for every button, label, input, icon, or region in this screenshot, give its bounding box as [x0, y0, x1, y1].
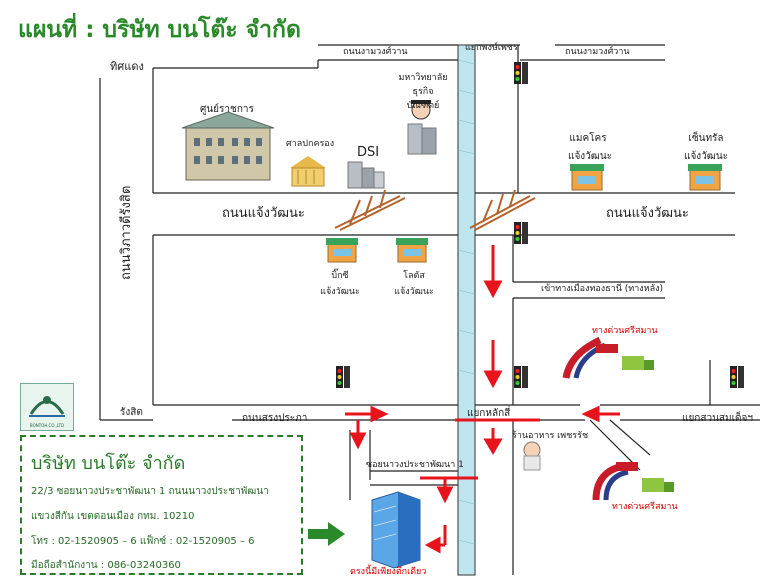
bridge-right: [469, 189, 536, 231]
company-mobile: มือถือสำนักงาน : 086-03240360: [31, 560, 181, 571]
road-label-ngamwongwan-left: ถนนงามวงศ์วาน: [343, 47, 408, 57]
label-lotus: โลตัส แจ้งวัฒนะ: [394, 271, 434, 297]
central-store: [688, 164, 722, 191]
company-info-box: บริษัท บนโต๊ะ จำกัด 22/3 ซอยนาวงประชาพัฒ…: [20, 435, 303, 575]
label-dsi: DSI: [357, 145, 380, 160]
govt-center-building: [181, 111, 275, 181]
label-expressway-top: ทางด่วนศรีสมาน: [592, 326, 658, 336]
label-muang-thong: เข้าทางเมืองทองธานี (ทางหลัง): [541, 284, 664, 294]
label-expressway-bottom: ทางด่วนศรีสมาน: [612, 502, 678, 512]
roads: [99, 44, 760, 575]
label-govt-center: ศูนย์ราชการ: [200, 104, 254, 115]
label-bigc: บิ๊กซี แจ้งวัฒนะ: [320, 271, 360, 297]
junction-label-laksi: แยกหลักสี่: [467, 408, 511, 419]
expressway-top: [562, 336, 654, 379]
company-phone: โทร : 02-1520905 – 6 แฟ็กซ์ : 02-1520905…: [31, 536, 255, 547]
label-restaurant: ร้านอาหาร เพชรรัช: [512, 431, 589, 441]
label-makro: แมคโคร แจ้งวัฒนะ: [568, 133, 613, 162]
bigc-store: [326, 238, 358, 263]
road-label-chaeng-right: ถนนแจ้งวัฒนะ: [606, 206, 689, 221]
road-label-vibhavadi: ถนนวิภาวดีรังสิต: [119, 185, 134, 280]
road-label-songprapa: ถนนสรงประภา: [242, 413, 308, 424]
company-logo: BONTOH.CO.,LTD: [20, 383, 74, 431]
label-university: มหาวิทยาลัยธุรกิจบัณฑิตย์: [398, 73, 448, 111]
company-address-line1: 22/3 ซอยนาวงประชาพัฒนา 1 ถนนนาวงประชาพัฒ…: [31, 486, 269, 497]
road-label-ngamwongwan-right: ถนนงามวงศ์วาน: [565, 47, 630, 57]
label-south: รังสิต: [120, 407, 143, 418]
road-label-chaeng-left: ถนนแจ้งวัฒนะ: [222, 206, 305, 221]
admin-court-building: [290, 156, 326, 187]
label-north: ทิศแดง: [110, 60, 144, 73]
label-destination: ตรงนี้มีเพียงตึกเดียว: [350, 567, 427, 577]
page-title: แผนที่ : บริษัท บนโต๊ะ จำกัด: [18, 17, 301, 43]
dsi-building: [347, 161, 385, 189]
company-name: บริษัท บนโต๊ะ จำกัด: [31, 453, 186, 474]
road-label-soi: ซอยนาวงประชาพัฒนา 1: [366, 460, 464, 470]
restaurant-icon: [523, 441, 541, 471]
junction-label-suansomdet: แยกสวนสมเด็จฯ: [682, 413, 753, 424]
lotus-store: [396, 238, 428, 263]
label-central: เซ็นทรัล แจ้งวัฒนะ: [684, 133, 729, 162]
destination-tower: [371, 491, 421, 569]
label-admin-court: ศาลปกครอง: [286, 139, 335, 149]
canal-hatch: [457, 59, 476, 545]
bridge-left: [334, 189, 406, 231]
canal: [457, 44, 476, 576]
green-arrow: [308, 522, 345, 546]
logo-emblem-icon: [29, 396, 65, 417]
logo-caption: BONTOH.CO.,LTD: [29, 423, 65, 428]
traffic-lights: [336, 62, 744, 388]
company-address-line2: แขวงสีกัน เขตดอนเมือง กทม. 10210: [31, 511, 195, 522]
makro-store: [570, 164, 604, 191]
expressway-bottom: [592, 462, 674, 501]
junction-label-pongpetch: แยกพงษ์เพชร: [465, 43, 518, 53]
route-arrows: [345, 245, 620, 554]
university-building: [407, 100, 437, 155]
